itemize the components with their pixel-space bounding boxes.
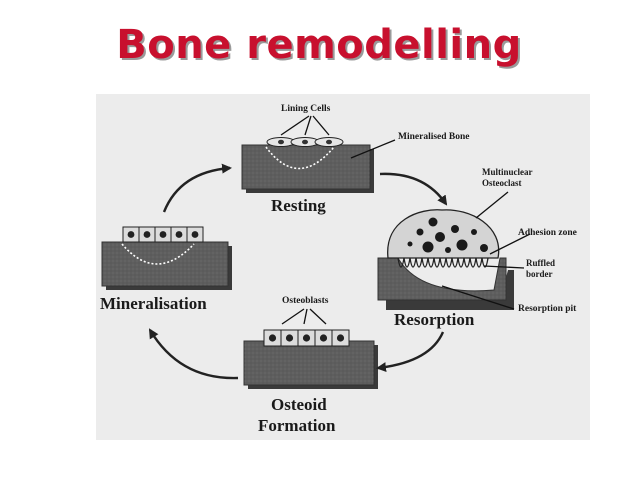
mineralised-bone-pointer (350, 139, 396, 159)
label-resorption-pit: Resorption pit (518, 304, 577, 314)
cycle-arrows (148, 163, 448, 380)
label-mineralised-bone: Mineralised Bone (398, 132, 470, 142)
stage-label-resorption: Resorption (394, 310, 475, 329)
slide-title: Bone remodelling (116, 22, 522, 68)
resorption-pointers (441, 191, 531, 310)
label-multinuclear-osteoclast: Multinuclear Osteoclast (482, 167, 533, 188)
label-adhesion-zone: Adhesion zone (518, 228, 577, 238)
label-lining-cells: Lining Cells (281, 104, 331, 114)
label-ruffled-border: Ruffled border (526, 258, 555, 279)
arrow-mineralisation-to-resting (162, 163, 232, 213)
label-osteoblasts: Osteoblasts (282, 296, 329, 306)
resting-bone-block (241, 144, 374, 193)
osteoclast (387, 209, 500, 268)
osteoblasts-pointers (281, 308, 327, 325)
osteoclast-nuclei (407, 217, 488, 253)
stage-label-mineralisation: Mineralisation (100, 294, 207, 313)
lining-cells (266, 137, 344, 147)
arrow-osteoid-to-mineralisation (148, 328, 239, 380)
arrow-resorption-to-osteoid (376, 331, 445, 373)
stage-label-resting: Resting (271, 196, 326, 215)
stage-label-formation: Formation (258, 416, 336, 435)
stage-label-osteoid: Osteoid (271, 395, 327, 414)
lining-cells-pointers (280, 115, 330, 136)
mineralisation-osteoblasts (122, 226, 204, 243)
osteoblasts (263, 329, 350, 347)
arrow-resting-to-resorption (379, 172, 448, 206)
osteoid-bone-block (243, 340, 378, 389)
mineralisation-bone-block (101, 241, 232, 290)
